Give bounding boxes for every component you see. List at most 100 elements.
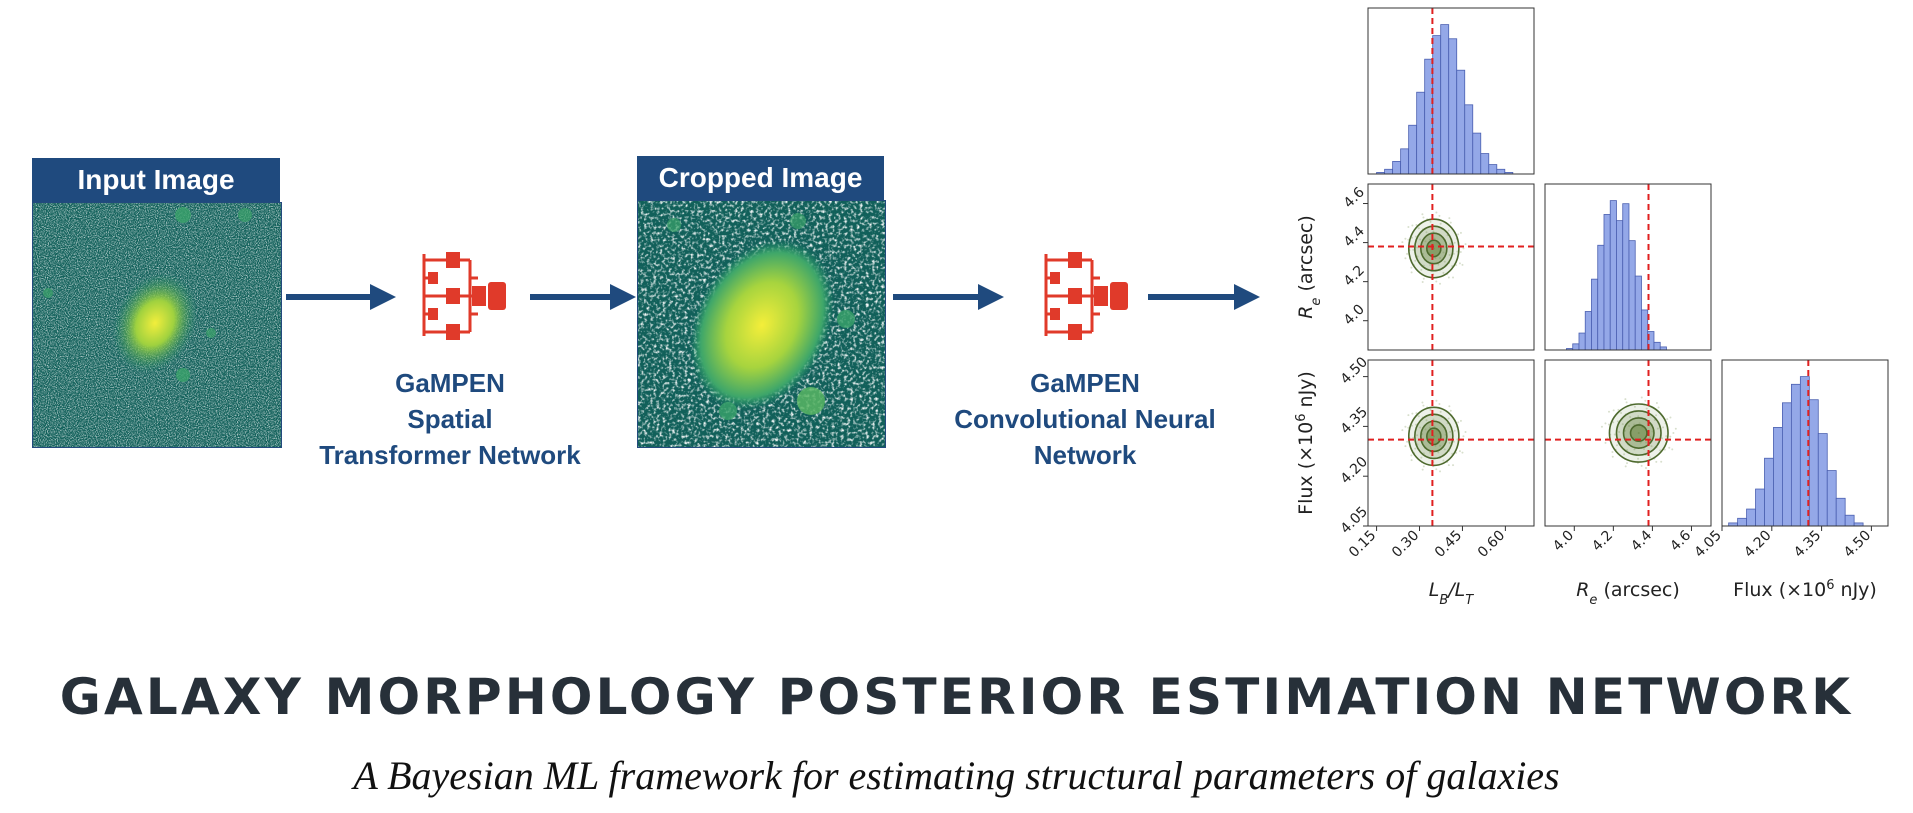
x-tick-label: 0.60 — [1475, 528, 1508, 561]
axis-label-part: nJy) — [1295, 371, 1317, 413]
scatter-point — [1417, 415, 1420, 418]
scatter-point — [1459, 251, 1462, 254]
spatial-transformer-network-icon — [422, 252, 506, 340]
scatter-point — [1442, 251, 1445, 254]
scatter-point — [1429, 409, 1432, 412]
y-axis-label-flux: Flux (×106 nJy) — [1294, 371, 1318, 515]
x-tick-label: 4.05 — [1691, 528, 1724, 561]
scatter-point — [1624, 465, 1627, 468]
scatter-point — [1611, 451, 1614, 454]
histogram-bar — [1496, 168, 1506, 175]
cropped-galaxy-image — [637, 200, 886, 448]
scatter-point — [1633, 448, 1636, 451]
scatter-point — [1429, 220, 1432, 223]
scatter-point — [1422, 404, 1425, 407]
histogram-bar — [1764, 457, 1774, 527]
scatter-point — [1624, 398, 1627, 401]
histogram-bar — [1400, 148, 1410, 175]
scatter-point — [1620, 411, 1623, 414]
scatter-point — [1452, 464, 1455, 467]
y-axis-label-re: Re (arcsec) — [1295, 215, 1324, 319]
scatter-point — [1414, 259, 1417, 262]
scatter-point — [1422, 216, 1425, 219]
axis-label-part: T — [1465, 593, 1474, 608]
scatter-point — [1638, 422, 1641, 425]
scatter-point — [1419, 426, 1422, 429]
input-image-title: Input Image — [32, 158, 280, 202]
axis-label-part: R — [1576, 579, 1589, 601]
scatter-point — [1616, 420, 1619, 423]
scatter-point — [1644, 467, 1647, 470]
x-tick-label: 4.35 — [1791, 528, 1824, 561]
cnn-label-line1: GaMPEN — [1030, 368, 1140, 398]
scatter-point — [1640, 396, 1643, 399]
histogram-bar — [1480, 153, 1490, 175]
y-tick-label: 4.20 — [1338, 454, 1371, 487]
scatter-point — [1663, 448, 1666, 451]
scatter-point — [1662, 426, 1665, 429]
scatter-point — [1424, 240, 1427, 243]
scatter-point — [1404, 445, 1407, 448]
stn-label-line3: Transformer Network — [319, 440, 581, 470]
scatter-point — [1421, 468, 1424, 471]
y-tick-label: 4.0 — [1341, 302, 1368, 329]
x-axis-label-flux: Flux (×106 nJy) — [1733, 578, 1877, 602]
scatter-point — [1457, 233, 1460, 236]
histogram-bar — [1609, 200, 1617, 351]
scatter-point — [1439, 256, 1442, 259]
axis-label-part: B — [1439, 593, 1448, 608]
histogram-bar — [1628, 240, 1636, 351]
histogram-bar — [1737, 517, 1747, 527]
scatter-point — [1660, 460, 1663, 463]
scatter-point — [1407, 414, 1410, 417]
scatter-point — [1435, 468, 1438, 471]
axis-label-part: Flux (×10 — [1733, 579, 1826, 601]
scatter-point — [1435, 399, 1438, 402]
x-axis-label-re: Re (arcsec) — [1576, 579, 1680, 608]
scatter-point — [1449, 221, 1452, 224]
scatter-point — [1643, 448, 1646, 451]
scatter-point — [1416, 434, 1419, 437]
scatter-point — [1443, 260, 1446, 263]
scatter-point — [1644, 399, 1647, 402]
scatter-point — [1447, 417, 1450, 420]
histogram-bar — [1622, 203, 1630, 351]
x-tick-label: 4.4 — [1628, 527, 1655, 554]
scatter-point — [1607, 423, 1610, 426]
scatter-point — [1448, 254, 1451, 257]
scatter-point — [1410, 266, 1413, 269]
scatter-point — [1611, 455, 1614, 458]
scatter-point — [1458, 450, 1461, 453]
scatter-point — [1637, 457, 1640, 460]
scatter-point — [1407, 238, 1410, 241]
scatter-point — [1407, 225, 1410, 228]
scatter-point — [1438, 214, 1441, 217]
scatter-point — [1633, 405, 1636, 408]
scatter-point — [1461, 263, 1464, 266]
scatter-point — [1674, 427, 1677, 430]
histogram-bar — [1488, 164, 1498, 175]
scatter-point — [1415, 412, 1418, 415]
scatter-point — [1448, 405, 1451, 408]
scatter-point — [1433, 237, 1436, 240]
scatter-point — [1625, 401, 1628, 404]
histogram-bar — [1808, 399, 1819, 527]
scatter-point — [1414, 447, 1417, 450]
page-subtitle: A Bayesian ML framework for estimating s… — [353, 753, 1560, 798]
axis-label-part: nJy) — [1834, 579, 1876, 601]
scatter-point — [1657, 406, 1660, 409]
axis-label-part: e — [1309, 298, 1324, 306]
convolutional-network-label: GaMPEN Convolutional Neural Network — [925, 365, 1245, 473]
scatter-point — [1633, 423, 1636, 426]
histogram-bar — [1597, 244, 1605, 351]
histogram-bar — [1578, 332, 1586, 351]
scatter-point — [1612, 409, 1615, 412]
contour-level — [1426, 239, 1442, 258]
histogram-bar — [1653, 341, 1661, 351]
x-tick-label: 4.6 — [1667, 527, 1694, 554]
scatter-point — [1447, 229, 1450, 232]
scatter-point — [1624, 429, 1627, 432]
scatter-point — [1412, 248, 1415, 251]
scatter-point — [1404, 237, 1407, 240]
